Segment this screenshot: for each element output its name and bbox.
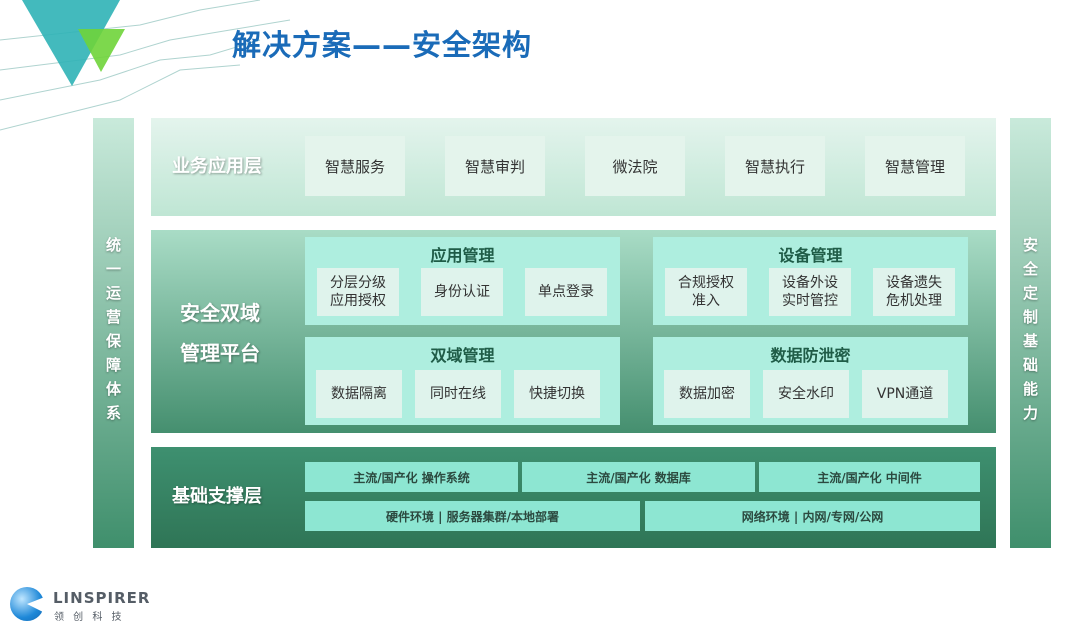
- base-item: 主流/国产化 操作系统: [305, 462, 518, 492]
- security-label-line1: 安全双域: [180, 301, 260, 325]
- panel-title: 设备管理: [778, 246, 843, 265]
- app-item: 微法院: [585, 136, 685, 196]
- base-item: 网络环境 | 内网/专网/公网: [645, 501, 980, 531]
- panel-title: 双域管理: [430, 346, 495, 365]
- page-title: 解决方案——安全架构: [232, 28, 533, 62]
- panel-item: 设备外设 实时管控: [769, 268, 851, 316]
- security-label-line2: 管理平台: [180, 341, 260, 365]
- left-bar-label: 统一运营保障体系: [104, 237, 122, 429]
- app-layer: 业务应用层: [151, 118, 996, 216]
- right-bar-label: 安全定制基础能力: [1021, 237, 1039, 429]
- panel-item: 安全水印: [763, 370, 849, 418]
- base-item: 硬件环境 | 服务器集群/本地部署: [305, 501, 640, 531]
- panel-item: 数据加密: [664, 370, 750, 418]
- teal-triangle: [22, 0, 120, 86]
- app-item: 智慧服务: [305, 136, 405, 196]
- logo-subtitle: 领 创 科 技: [54, 612, 125, 623]
- left-support-bar: 统一运营保障体系: [93, 118, 134, 548]
- app-layer-label: 业务应用层: [172, 156, 262, 177]
- security-panel: 应用管理分层分级 应用授权身份认证单点登录: [305, 237, 620, 325]
- base-layer-label: 基础支撑层: [172, 486, 262, 507]
- app-item: 智慧管理: [865, 136, 965, 196]
- security-panel: 双域管理数据隔离同时在线快捷切换: [305, 337, 620, 425]
- panel-item: 同时在线: [415, 370, 501, 418]
- logo-icon: [10, 587, 44, 621]
- panel-title: 应用管理: [430, 246, 495, 265]
- base-item: 主流/国产化 中间件: [759, 462, 980, 492]
- panel-item: 单点登录: [525, 268, 607, 316]
- panel-item: 分层分级 应用授权: [317, 268, 399, 316]
- panel-title: 数据防泄密: [770, 346, 851, 365]
- security-panel: 设备管理合规授权 准入设备外设 实时管控设备遗失 危机处理: [653, 237, 968, 325]
- logo-name: LINSPIRER: [53, 589, 151, 607]
- base-item: 主流/国产化 数据库: [522, 462, 755, 492]
- green-triangle: [78, 29, 125, 72]
- app-item: 智慧审判: [445, 136, 545, 196]
- panel-item: 快捷切换: [514, 370, 600, 418]
- decorative-circuit-graphic: [0, 0, 291, 131]
- security-panel: 数据防泄密数据加密安全水印 VPN通道: [653, 337, 968, 425]
- app-item: 智慧执行: [725, 136, 825, 196]
- panel-item: 数据隔离: [316, 370, 402, 418]
- right-support-bar: 安全定制基础能力: [1010, 118, 1051, 548]
- panel-item: VPN通道: [862, 370, 948, 418]
- panel-item: 身份认证: [421, 268, 503, 316]
- panel-item: 合规授权 准入: [665, 268, 747, 316]
- panel-item: 设备遗失 危机处理: [873, 268, 955, 316]
